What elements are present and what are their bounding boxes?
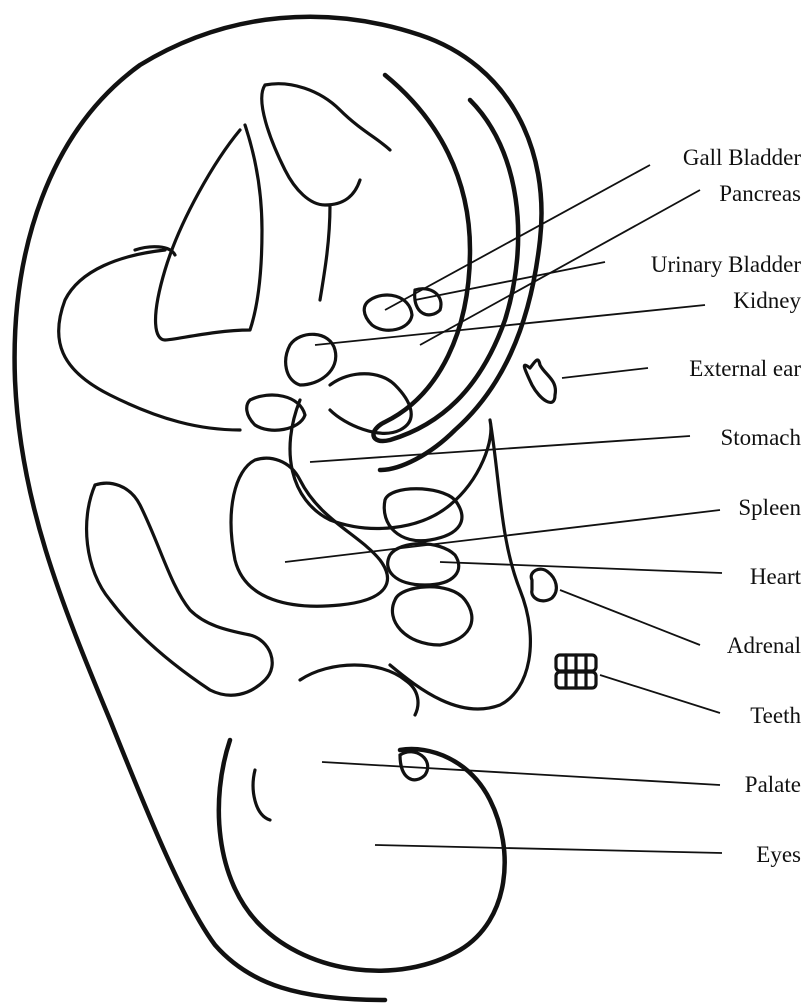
leader-eyes xyxy=(375,845,722,853)
antihelix xyxy=(231,458,387,606)
label-gall-bladder: Gall Bladder xyxy=(683,146,801,169)
label-eyes: Eyes xyxy=(756,843,801,866)
label-spleen: Spleen xyxy=(738,496,801,519)
leader-gall-bladder xyxy=(385,165,650,310)
label-teeth: Teeth xyxy=(750,704,801,727)
external-ear-icon xyxy=(524,360,555,402)
fetus-leg xyxy=(262,84,390,300)
adrenal-icon xyxy=(531,569,556,601)
leader-teeth xyxy=(600,675,720,713)
leader-palate xyxy=(322,762,720,785)
label-urinary-bladder: Urinary Bladder xyxy=(651,253,801,276)
fetus-arm xyxy=(87,483,273,695)
label-stomach: Stomach xyxy=(721,426,802,449)
label-kidney: Kidney xyxy=(733,289,801,312)
leader-heart xyxy=(440,562,722,573)
label-heart: Heart xyxy=(750,565,801,588)
label-palate: Palate xyxy=(745,773,801,796)
leader-adrenal xyxy=(560,590,700,645)
leader-external-ear xyxy=(562,368,648,378)
organ-cluster xyxy=(247,289,441,434)
ear-outline xyxy=(15,17,542,1000)
teeth-icon xyxy=(556,655,596,688)
fetus-thigh xyxy=(156,125,262,340)
label-external-ear: External ear xyxy=(689,357,801,380)
label-adrenal: Adrenal xyxy=(727,634,801,657)
concha xyxy=(290,400,530,709)
fetus-torso xyxy=(59,247,240,430)
ear-lobe xyxy=(219,740,505,971)
face-contour xyxy=(253,665,428,820)
label-pancreas: Pancreas xyxy=(719,182,801,205)
leader-stomach xyxy=(310,436,690,462)
heart-shape xyxy=(384,489,472,645)
